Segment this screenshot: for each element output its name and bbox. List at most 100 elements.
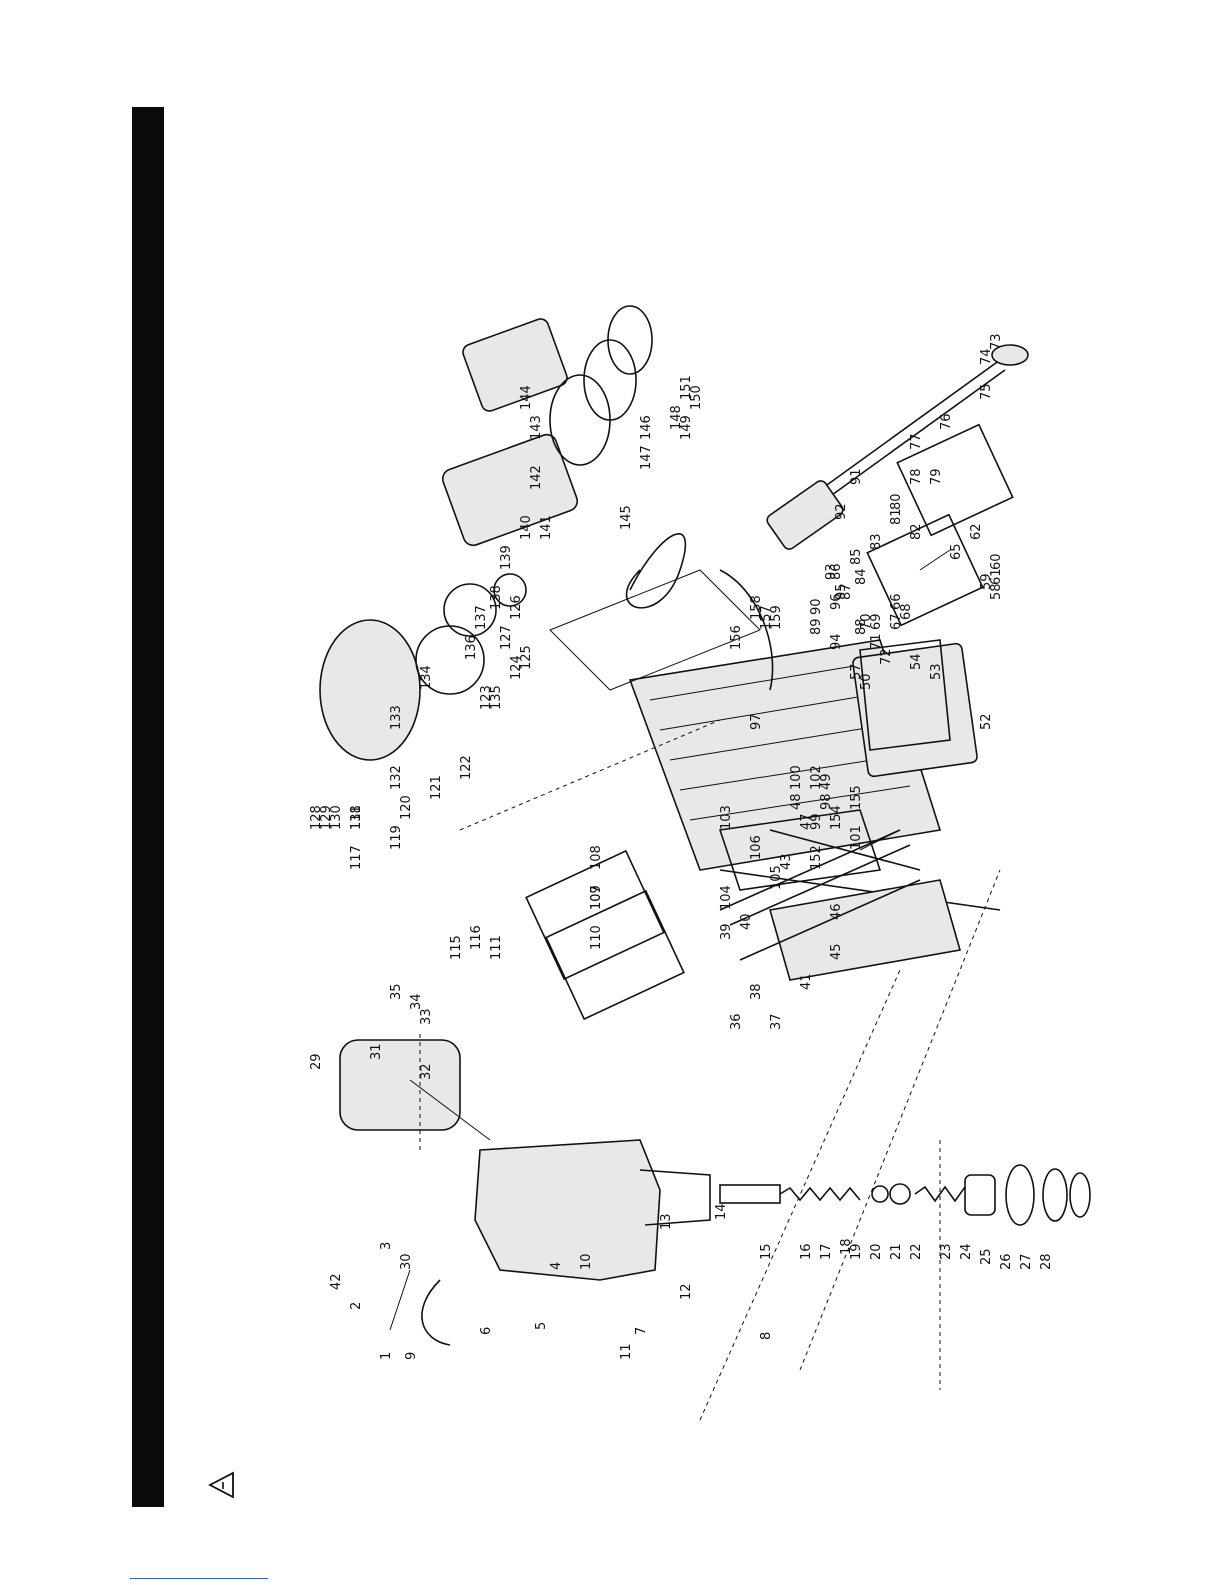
part-number-label: 78 [909, 468, 924, 485]
part-number-label: 7 [634, 1327, 649, 1335]
part-number-label: 136 [464, 635, 479, 660]
part-number-label: 90 [809, 598, 824, 615]
parts-drawing [319, 305, 1091, 1421]
part-number-label: 27 [1019, 1253, 1034, 1270]
part-number-label: 19 [849, 1243, 864, 1260]
magnet-base [768, 639, 962, 981]
part-number-label: 102 [809, 765, 824, 790]
part-number-label: 124 [509, 655, 524, 680]
part-number-label: 158 [749, 595, 764, 620]
part-number-label: 33 [419, 1008, 434, 1025]
part-number-label: 98 [819, 793, 834, 810]
warning-triangle-icon [208, 1471, 234, 1499]
part-number-label: 38 [749, 983, 764, 1000]
part-number-label: 40 [739, 913, 754, 930]
part-number-label: 58 [989, 583, 1004, 600]
part-number-label: 138 [489, 585, 504, 610]
part-number-label: 150 [689, 385, 704, 410]
part-number-label: 68 [899, 603, 914, 620]
part-number-label: 107 [589, 885, 604, 910]
part-number-label: 108 [589, 845, 604, 870]
part-number-label: 117 [349, 845, 364, 870]
part-number-label: 3 [379, 1242, 394, 1250]
part-number-label: 131 [349, 805, 364, 830]
part-number-label: 125 [519, 645, 534, 670]
part-number-label: 32 [419, 1063, 434, 1080]
part-number-label: 137 [474, 605, 489, 630]
part-number-label: 79 [929, 468, 944, 485]
part-number-label: 46 [829, 903, 844, 920]
part-number-label: 82 [909, 523, 924, 540]
part-number-label: 72 [879, 648, 894, 665]
part-number-label: 23 [939, 1243, 954, 1260]
part-number-label: 94 [829, 633, 844, 650]
part-number-label: 13 [659, 1213, 674, 1230]
part-number-label: 100 [789, 765, 804, 790]
part-number-label: 52 [979, 713, 994, 730]
cover-plates [525, 423, 1014, 1021]
part-number-label: 115 [449, 935, 464, 960]
part-number-label: 104 [719, 885, 734, 910]
part-number-label: 81 [889, 508, 904, 525]
part-number-label: 4 [549, 1262, 564, 1270]
part-number-label: 60 [989, 553, 1004, 570]
part-number-label: 80 [889, 493, 904, 510]
slide-rails [719, 829, 921, 961]
feed-handle [766, 344, 1029, 550]
part-number-label: 36 [729, 1013, 744, 1030]
part-number-label: 61 [989, 568, 1004, 585]
part-number-label: 130 [329, 805, 344, 830]
part-number-label: 42 [329, 1273, 344, 1290]
part-number-label: 18 [839, 1238, 854, 1255]
part-number-label: 92 [834, 503, 849, 520]
handle-tube [421, 1279, 451, 1346]
part-number-label: 25 [979, 1248, 994, 1265]
part-number-label: 73 [989, 333, 1004, 350]
part-number-label: 6 [479, 1327, 494, 1335]
part-number-label: 89 [809, 618, 824, 635]
part-number-label: 120 [399, 795, 414, 820]
part-number-label: 5 [534, 1322, 549, 1330]
part-number-label: 67 [889, 613, 904, 630]
part-number-label: 110 [589, 925, 604, 950]
part-number-label: 41 [799, 973, 814, 990]
part-number-label: 106 [749, 835, 764, 860]
part-number-label: 152 [809, 845, 824, 870]
part-number-label: 50 [859, 673, 874, 690]
part-number-label: 96 [829, 593, 844, 610]
part-number-label: 24 [959, 1243, 974, 1260]
part-number-label: 12 [679, 1283, 694, 1300]
part-number-label: 53 [929, 663, 944, 680]
motor-nose [639, 1169, 711, 1226]
part-number-label: 69 [869, 613, 884, 630]
part-number-label: 83 [869, 533, 884, 550]
part-number-label: 43 [779, 853, 794, 870]
part-number-label: 133 [389, 705, 404, 730]
part-number-label: 97 [749, 713, 764, 730]
part-number-label: 45 [829, 943, 844, 960]
part-number-label: 85 [849, 548, 864, 565]
part-number-label: 10 [579, 1253, 594, 1270]
part-number-label: 31 [369, 1043, 384, 1060]
part-number-label: 142 [529, 465, 544, 490]
part-number-label: 155 [849, 785, 864, 810]
part-number-label: 95 [834, 583, 849, 600]
part-number-label: 57 [849, 663, 864, 680]
part-number-label: 129 [319, 805, 334, 830]
part-number-label: 132 [389, 765, 404, 790]
spindle-stack [719, 1164, 1091, 1226]
part-number-label: 109 [589, 885, 604, 910]
part-number-label: 139 [499, 545, 514, 570]
part-number-label: 37 [769, 1013, 784, 1030]
part-number-label: 39 [719, 923, 734, 940]
part-number-label: 128 [309, 805, 324, 830]
part-number-label: 119 [389, 825, 404, 850]
part-number-label: 15 [759, 1243, 774, 1260]
part-number-label: 93 [824, 563, 839, 580]
part-number-label: 34 [409, 993, 424, 1010]
part-number-label: 47 [799, 813, 814, 830]
part-number-label: 111 [489, 935, 504, 960]
part-number-label: 126 [509, 595, 524, 620]
gearbox-assembly [319, 305, 653, 761]
part-number-label: 49 [819, 773, 834, 790]
